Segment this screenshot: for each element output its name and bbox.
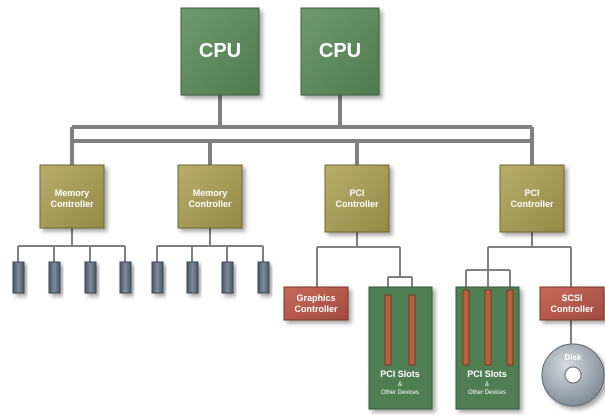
bus-lines bbox=[17, 95, 572, 345]
pci-slot bbox=[506, 289, 514, 366]
cpu-1: CPU bbox=[180, 7, 260, 96]
memory-controller-2-line1: Memory bbox=[193, 188, 228, 198]
pci-controller-2: PCI Controller bbox=[499, 164, 565, 233]
pci-slots-1-line3: Other Devices bbox=[381, 390, 419, 396]
scsi-controller-line2: Controller bbox=[550, 304, 593, 314]
pci-slots-2-line2: & bbox=[485, 382, 489, 388]
pci-slots-2-line1: PCI Slots bbox=[467, 369, 507, 379]
pci-slots-board-1: PCI Slots & Other Devices bbox=[368, 286, 433, 410]
memory-module bbox=[151, 261, 164, 294]
memory-modules bbox=[12, 261, 270, 294]
disk: Disk bbox=[541, 343, 605, 407]
memory-controller-2: Memory Controller bbox=[177, 164, 243, 229]
pci-slot bbox=[408, 294, 416, 366]
memory-module bbox=[119, 261, 132, 294]
memory-module bbox=[12, 261, 25, 294]
pci-slot bbox=[462, 289, 470, 366]
memory-controller-1-line2: Controller bbox=[50, 199, 93, 209]
pci-slot bbox=[384, 294, 392, 366]
memory-module bbox=[257, 261, 270, 294]
memory-controller-1: Memory Controller bbox=[39, 164, 105, 229]
pci-controller-1-line2: Controller bbox=[335, 199, 378, 209]
scsi-controller: SCSI Controller bbox=[539, 286, 605, 321]
graphics-controller: Graphics Controller bbox=[283, 286, 349, 321]
memory-module bbox=[221, 261, 234, 294]
pci-controller-2-line2: Controller bbox=[510, 199, 553, 209]
pci-slots-1-line2: & bbox=[398, 382, 402, 388]
pci-controller-1-line1: PCI bbox=[349, 188, 364, 198]
cpu-2-label: CPU bbox=[319, 40, 361, 62]
pci-slots-board-2: PCI Slots & Other Devices bbox=[455, 286, 520, 410]
cpu-2: CPU bbox=[300, 7, 380, 96]
pci-slots-1-line1: PCI Slots bbox=[380, 369, 420, 379]
graphics-controller-line1: Graphics bbox=[296, 293, 335, 303]
memory-controller-1-line1: Memory bbox=[55, 188, 90, 198]
pci-slot bbox=[484, 289, 492, 366]
cpu-1-label: CPU bbox=[199, 40, 241, 62]
pci-controller-2-line1: PCI bbox=[524, 188, 539, 198]
graphics-controller-line2: Controller bbox=[294, 304, 337, 314]
scsi-controller-line1: SCSI bbox=[561, 293, 582, 303]
memory-module bbox=[48, 261, 61, 294]
pci-controller-1: PCI Controller bbox=[324, 164, 390, 233]
disk-label: Disk bbox=[565, 353, 582, 362]
memory-controller-2-line2: Controller bbox=[188, 199, 231, 209]
memory-module bbox=[186, 261, 199, 294]
pci-slots-2-line3: Other Devices bbox=[468, 390, 506, 396]
memory-module bbox=[84, 261, 97, 294]
